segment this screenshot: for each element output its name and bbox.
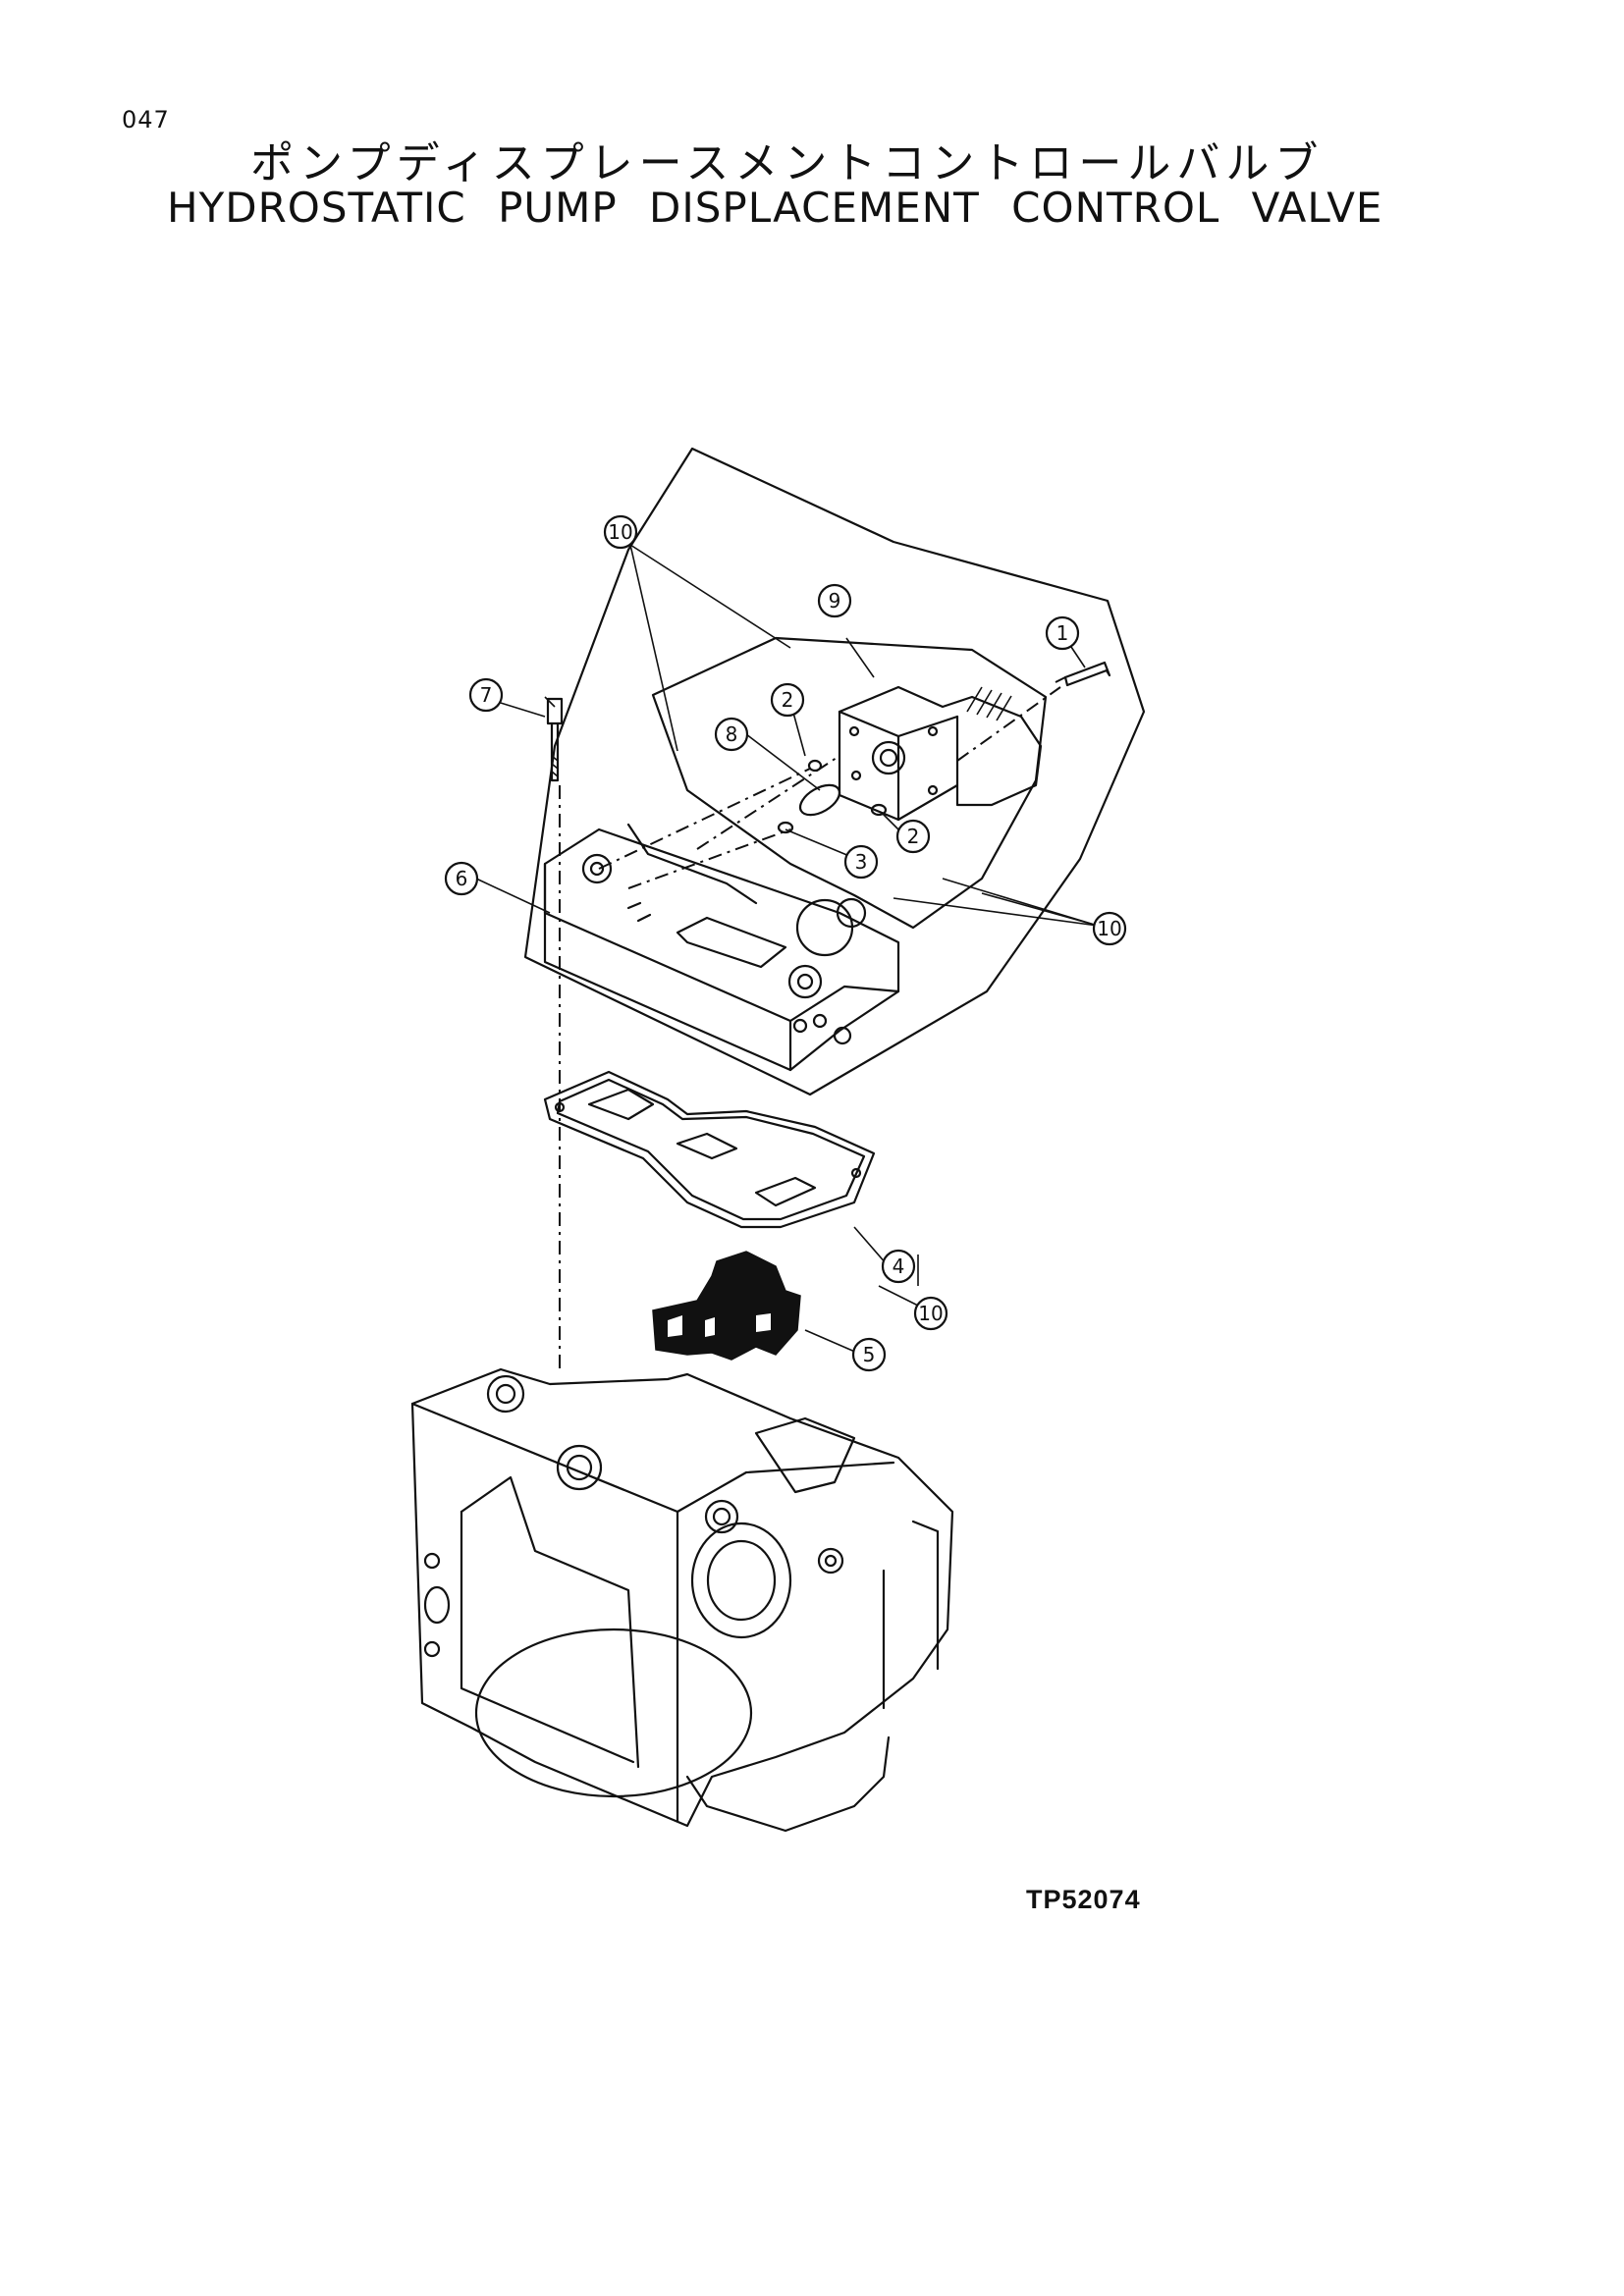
callout-7: 7 bbox=[468, 677, 504, 713]
callout-8: 8 bbox=[714, 717, 749, 752]
svg-text:10: 10 bbox=[918, 1302, 943, 1325]
svg-text:10: 10 bbox=[608, 520, 632, 544]
gasket-part-4 bbox=[543, 1070, 876, 1229]
title-english: HYDROSTATIC PUMP DISPLACEMENT CONTROL VA… bbox=[167, 184, 1383, 232]
svg-text:10: 10 bbox=[1097, 917, 1121, 940]
valve-body-part-9 bbox=[838, 685, 1043, 822]
callout-10-right: 10 bbox=[1092, 911, 1127, 946]
callout-2-lower: 2 bbox=[895, 819, 931, 854]
callout-9: 9 bbox=[817, 583, 852, 618]
svg-text:8: 8 bbox=[726, 722, 738, 746]
callout-3: 3 bbox=[843, 844, 879, 880]
callout-6: 6 bbox=[444, 861, 479, 896]
svg-text:4: 4 bbox=[893, 1255, 905, 1278]
plate-part-5 bbox=[652, 1251, 801, 1361]
cover-part-6 bbox=[543, 823, 900, 1072]
svg-text:2: 2 bbox=[907, 825, 920, 848]
svg-text:2: 2 bbox=[782, 688, 794, 712]
callout-4: 4 bbox=[881, 1249, 916, 1284]
title-japanese: ポンプディスプレースメントコントロールバルブ bbox=[250, 138, 1325, 188]
valve-outline bbox=[651, 636, 1048, 930]
callout-5: 5 bbox=[851, 1337, 887, 1372]
assembly-outline bbox=[523, 447, 1146, 1096]
callout-10-lower: 10 bbox=[913, 1296, 948, 1331]
svg-text:9: 9 bbox=[829, 589, 841, 613]
bolt-part-7 bbox=[546, 697, 564, 782]
page-number: 047 bbox=[122, 106, 170, 133]
svg-text:5: 5 bbox=[863, 1343, 876, 1366]
svg-text:1: 1 bbox=[1056, 621, 1069, 645]
svg-text:3: 3 bbox=[855, 850, 868, 874]
svg-text:7: 7 bbox=[480, 683, 493, 707]
callout-2-upper: 2 bbox=[770, 682, 805, 718]
figure-code: TP52074 bbox=[1026, 1885, 1141, 1914]
callout-1: 1 bbox=[1045, 615, 1080, 651]
svg-text:6: 6 bbox=[456, 867, 468, 890]
callout-10-top: 10 bbox=[603, 514, 638, 550]
pump-housing bbox=[410, 1367, 954, 1833]
